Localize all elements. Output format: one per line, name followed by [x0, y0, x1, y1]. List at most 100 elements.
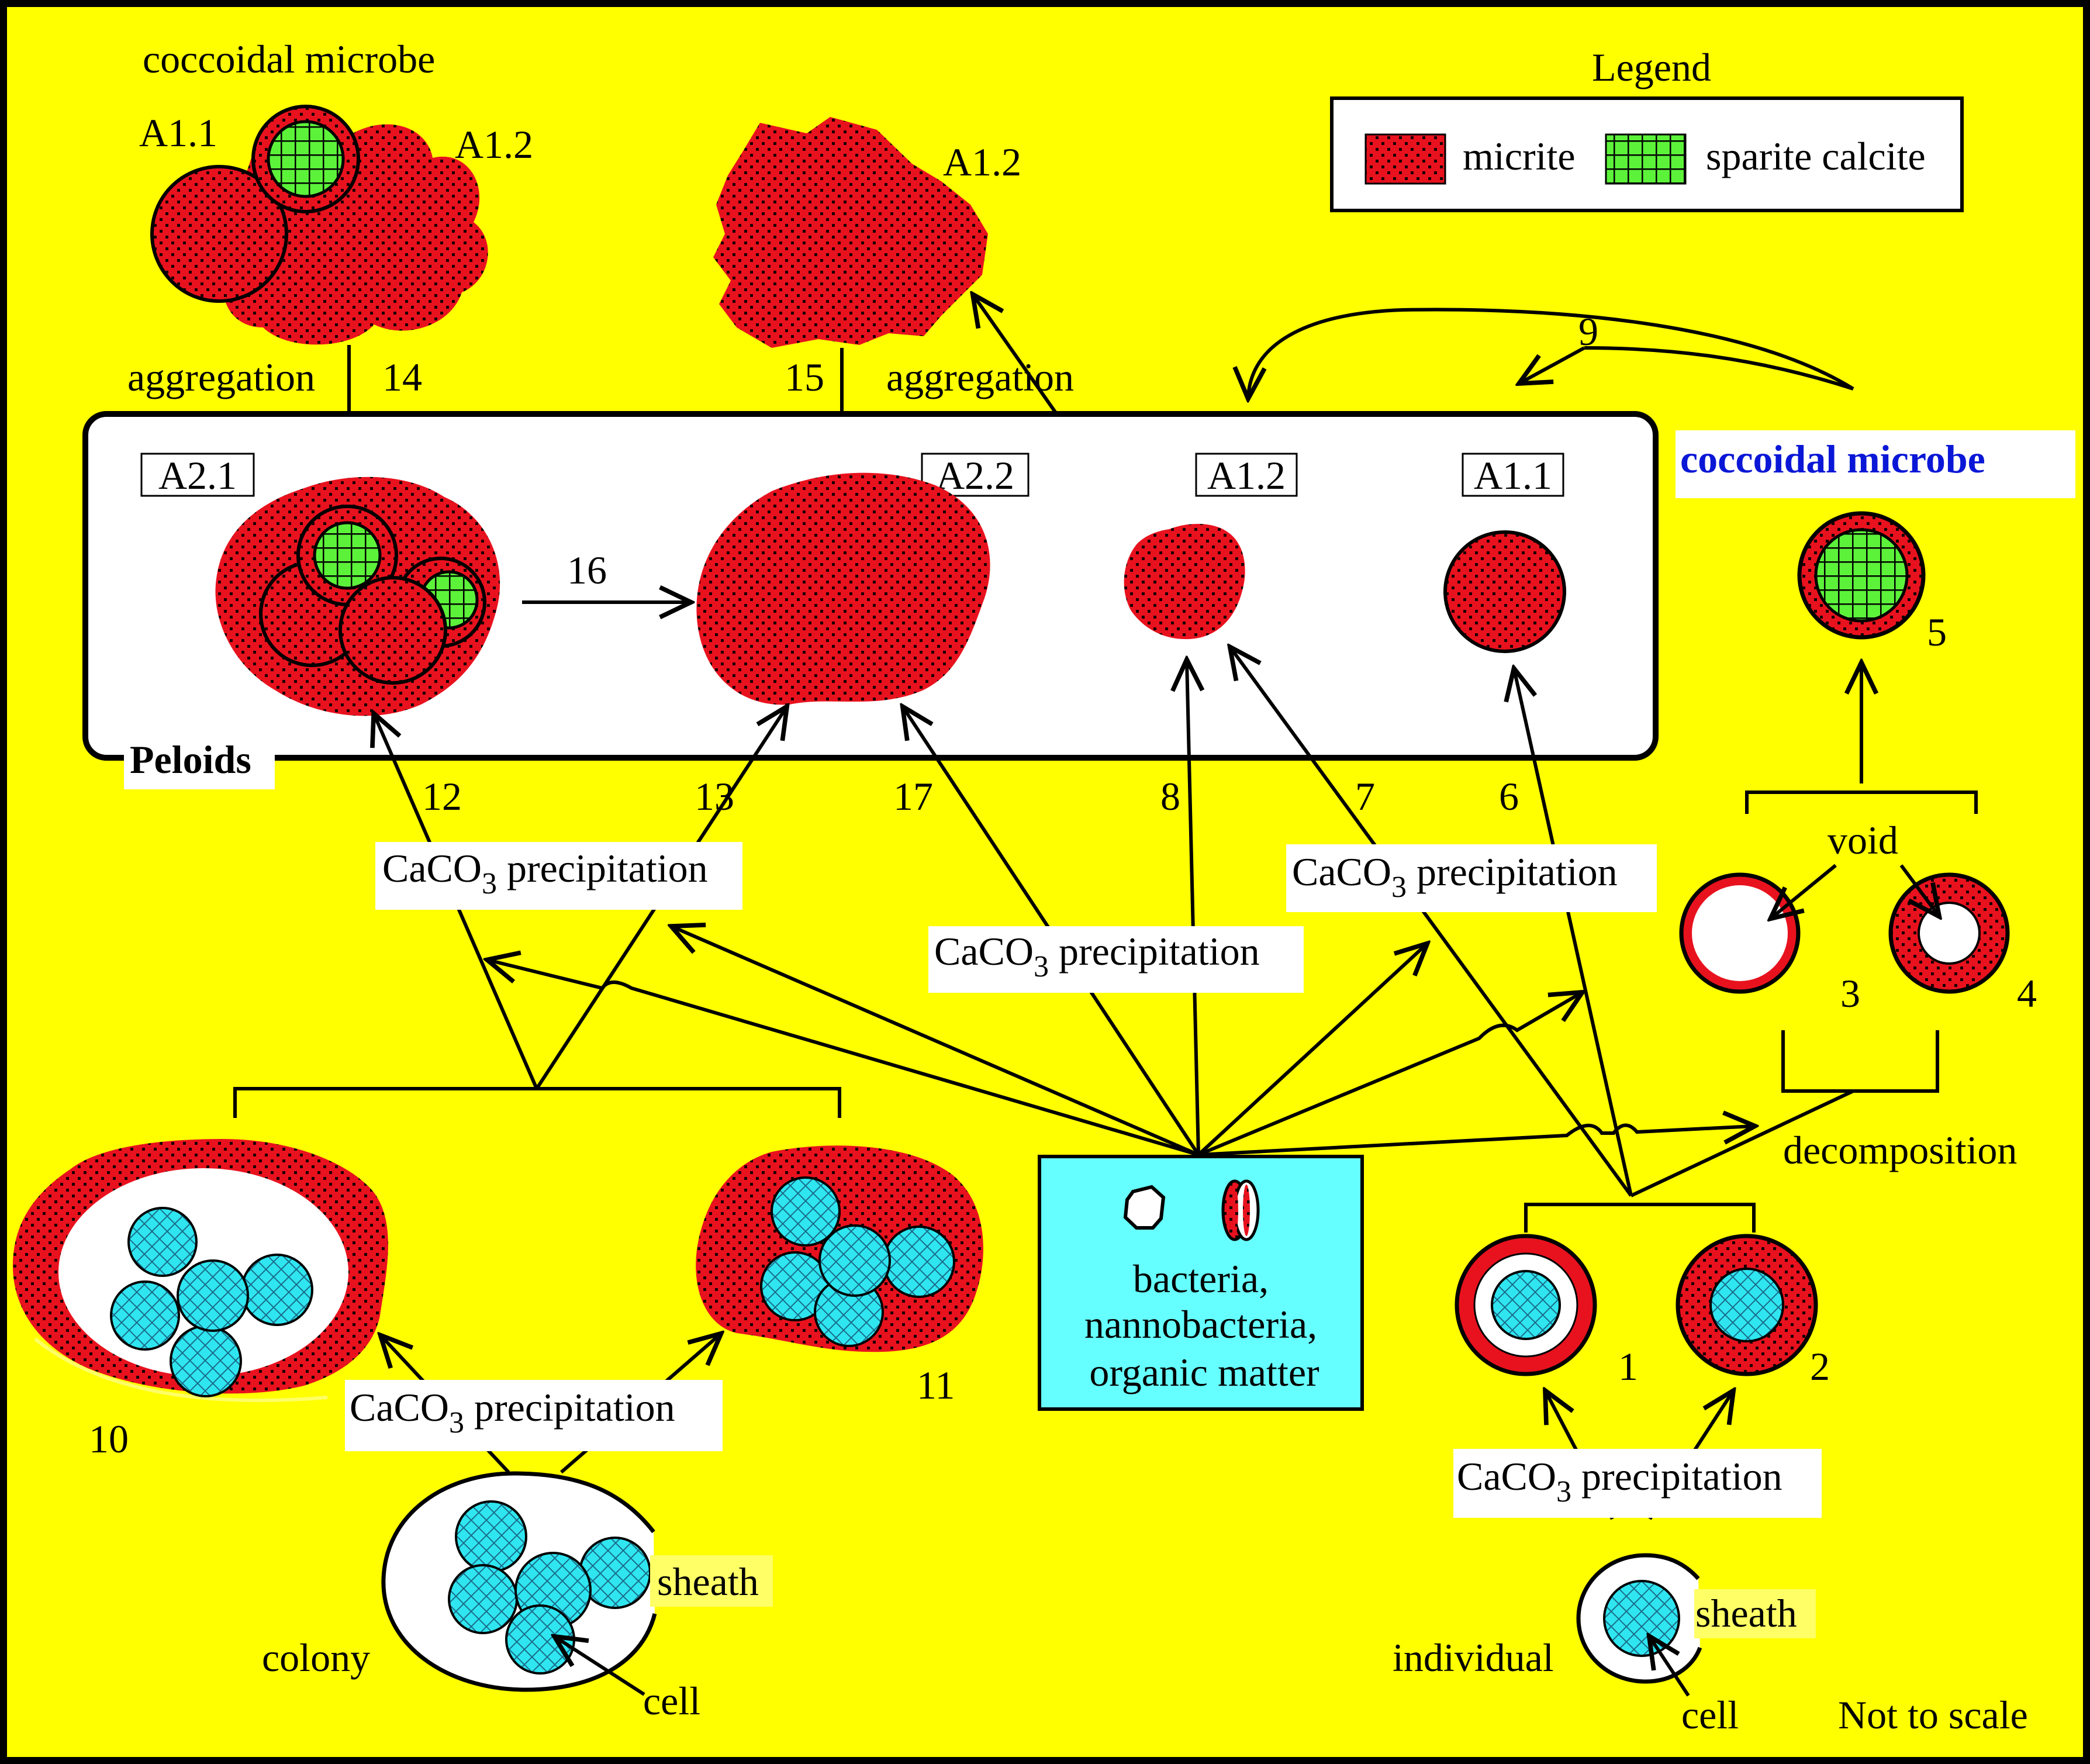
cell: [818, 1224, 891, 1297]
cell: [1709, 1268, 1784, 1342]
cell: [1491, 1270, 1561, 1340]
arrow-8: [1187, 661, 1198, 1155]
arrow-to-7-line: [1197, 944, 1426, 1157]
right-microbe-group: coccoidal microbe 5 void 3 4 decompositi…: [1630, 430, 2075, 1197]
peloids-title-bg: [124, 738, 275, 789]
precip-label-4: CaCO3 precipitation: [345, 1380, 723, 1451]
aggregation-label-15: aggregation: [886, 355, 1074, 399]
individual-cell-pointer: [1650, 1637, 1690, 1697]
peloids-box: Peloids A2.1 16 A2.2 A1.2 A1.1: [82, 411, 1659, 789]
bracket-3-4-top: [1745, 790, 1978, 814]
a21-sparite-core-1: [313, 521, 382, 590]
source-line-2: nannobacteria,: [1084, 1302, 1317, 1347]
step-labels: 12 13 17 8 7 6: [422, 774, 1519, 819]
cell: [448, 1564, 518, 1634]
step-label-7: 7: [1355, 774, 1375, 819]
colony-label: colony: [262, 1635, 370, 1680]
peloid-a11: [1443, 530, 1566, 653]
step-label-6: 6: [1499, 774, 1519, 819]
arrow-decomposition: [1198, 1125, 1754, 1157]
legend-micrite-label: micrite: [1463, 134, 1576, 178]
step-label-15: 15: [785, 355, 824, 399]
colony-sheath-label: sheath: [657, 1559, 759, 1604]
svg-text:CaCO3 precipitation: CaCO3 precipitation: [1292, 850, 1618, 904]
top-mid-label-a12: A1.2: [943, 140, 1021, 184]
microbe-5-sparite: [1814, 528, 1909, 623]
step-label-10: 10: [89, 1417, 129, 1461]
top-left-title: coccoidal microbe: [143, 37, 435, 81]
bracket-1-2: [1524, 1203, 1756, 1233]
arrow-6: [1514, 669, 1633, 1196]
individual-cell-label: cell: [1681, 1693, 1739, 1737]
nannobacteria-icon: [1221, 1179, 1260, 1241]
legend: Legend micrite sparite calcite: [1330, 45, 1964, 212]
top-left-label-a11: A1.1: [139, 111, 217, 155]
step-label-17: 17: [893, 774, 933, 819]
tag-a12: A1.2: [1207, 453, 1286, 498]
peloid-11: 11: [696, 1145, 983, 1407]
bacteria-icon: [1123, 1185, 1166, 1230]
step-label-11: 11: [917, 1363, 955, 1407]
precip-label-5: CaCO3 precipitation: [1457, 1454, 1782, 1508]
source-line-3: organic matter: [1089, 1350, 1319, 1394]
legend-sparite-label: sparite calcite: [1706, 134, 1926, 178]
arrows-to-peloids: [233, 648, 1756, 1233]
individual-sheath-label: sheath: [1695, 1591, 1797, 1635]
step-label-12: 12: [422, 774, 462, 819]
tag-a12-box: [1195, 453, 1298, 497]
arrow-to-13-line: [672, 927, 1200, 1157]
precip-label-2: CaCO3 precipitation: [928, 926, 1304, 993]
cell: [110, 1280, 180, 1351]
svg-text:CaCO3 precipitation: CaCO3 precipitation: [934, 929, 1260, 983]
irregular-micrite-a12: [713, 117, 988, 348]
top-left-aggregate: coccoidal microbe A1.1 A1.2 aggregation …: [127, 37, 533, 465]
right-title: coccoidal microbe: [1680, 437, 1985, 481]
arrow-to-12-line: [488, 960, 1199, 1157]
colony-cell-label: cell: [643, 1679, 700, 1723]
step-label-4: 4: [2017, 971, 2037, 1016]
step-label-16: 16: [567, 548, 607, 592]
precip-label-3: CaCO3 precipitation: [1286, 844, 1657, 912]
individual-sheath-label-bg: [1694, 1589, 1816, 1638]
precip-label-1: CaCO3 precipitation: [375, 842, 742, 910]
bracket-3-4-bottom: [1781, 1030, 1939, 1093]
colony-sheath-label-bg: [650, 1555, 773, 1607]
microbe-4-void: [1918, 902, 1981, 965]
legend-sparite-swatch: [1605, 133, 1687, 185]
cell: [771, 1176, 841, 1247]
cell: [505, 1604, 575, 1675]
cell: [127, 1207, 198, 1277]
individual-precip: 1 2 CaCO3 precipitation: [1453, 1234, 1830, 1520]
step-label-9: 9: [1578, 309, 1598, 354]
source-line-1: bacteria,: [1133, 1256, 1269, 1301]
peloids-title: Peloids: [130, 737, 251, 782]
top-mid-aggregate: A1.2 15 aggregation: [713, 117, 1133, 522]
cell: [455, 1500, 527, 1573]
arrow-to-6-line: [1197, 993, 1581, 1157]
source-box: bacteria, nannobacteria, organic matter: [1038, 1155, 1364, 1411]
cell: [170, 1325, 242, 1397]
individual-label: individual: [1393, 1635, 1554, 1680]
decomposition-label: decomposition: [1783, 1128, 2017, 1172]
void-pointer-3: [1771, 864, 1837, 918]
step-label-1: 1: [1618, 1344, 1638, 1389]
step-label-5: 5: [1927, 610, 1947, 654]
peloid-10: 10: [12, 1139, 388, 1461]
arrow-7: [1231, 648, 1633, 1197]
tag-a21-box: [140, 453, 255, 497]
sparite-core: [267, 120, 345, 198]
svg-text:CaCO3 precipitation: CaCO3 precipitation: [382, 846, 708, 900]
void-label: void: [1828, 818, 1898, 862]
colony: sheath colony cell: [262, 1471, 773, 1723]
tag-a11-box: [1462, 453, 1564, 497]
step-label-14: 14: [382, 355, 422, 399]
scale-note: Not to scale: [1838, 1693, 2028, 1737]
micrite-sphere-a11: [150, 165, 288, 303]
top-left-label-a12: A1.2: [455, 122, 533, 167]
tag-a11: A1.1: [1474, 453, 1552, 498]
a21-micrite-sphere-2: [338, 576, 447, 685]
svg-text:CaCO3 precipitation: CaCO3 precipitation: [350, 1385, 675, 1439]
step-label-8: 8: [1160, 774, 1180, 819]
colony-cell-pointer: [555, 1637, 645, 1696]
microbe-3-void: [1692, 885, 1788, 981]
